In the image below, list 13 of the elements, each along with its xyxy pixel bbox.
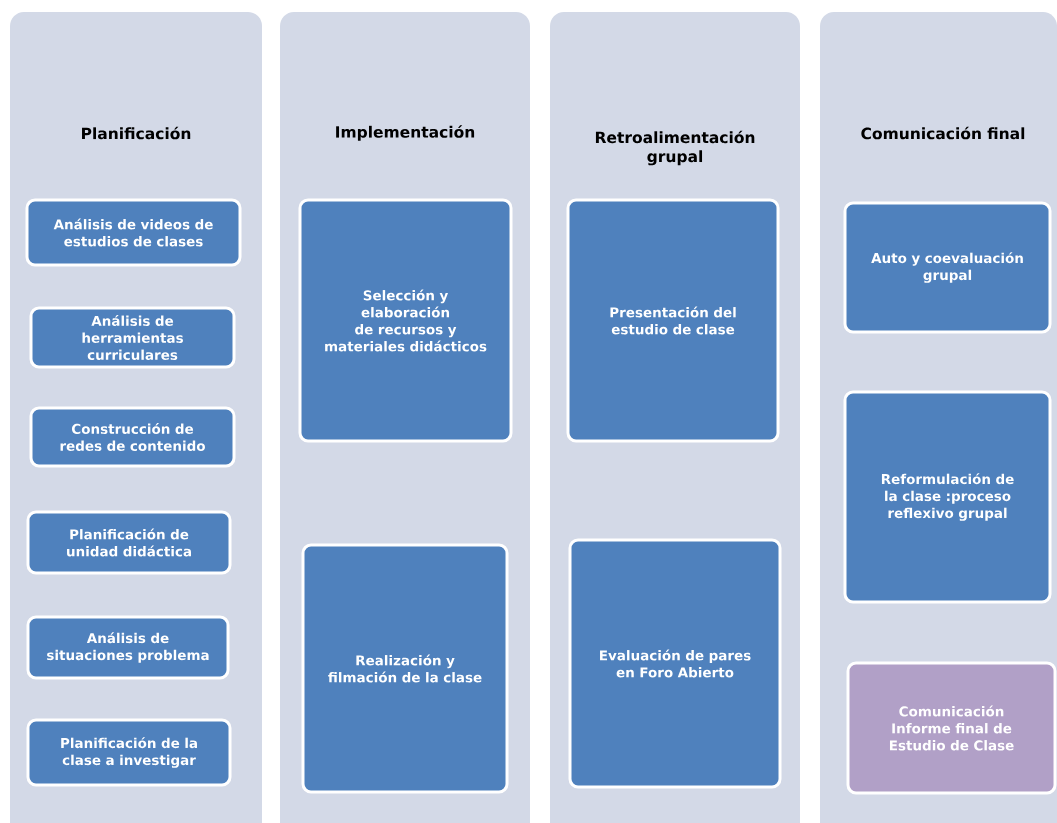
process-box: Análisis de herramientas curriculares — [29, 306, 236, 369]
process-box: Realización y filmación de la clase — [301, 543, 509, 794]
process-box: Análisis de videos de estudios de clases — [25, 198, 242, 267]
process-box: Selección y elaboración de recursos y materiales didácticos — [298, 198, 513, 443]
process-box: Análisis de situaciones problema — [26, 615, 230, 680]
process-box: Comunicación Informe final de Estudio de Clase — [846, 661, 1057, 795]
process-box: Auto y coevaluación grupal — [843, 201, 1052, 334]
process-box: Presentación del estudio de clase — [566, 198, 780, 443]
process-box: Construcción de redes de contenido — [29, 406, 236, 468]
process-box: Planificación de unidad didáctica — [26, 510, 232, 575]
process-box: Reformulación de la clase :proceso reflexivo grupal — [843, 390, 1052, 604]
process-box: Evaluación de pares en Foro Abierto — [568, 538, 782, 789]
process-box: Planificación de la clase a investigar — [26, 718, 232, 787]
